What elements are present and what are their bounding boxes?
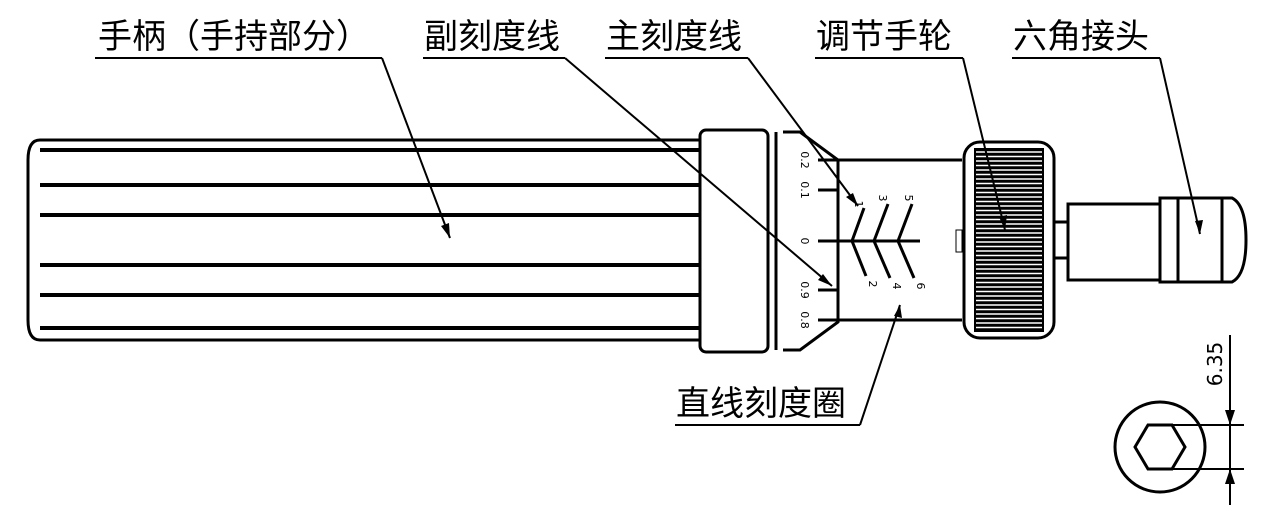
leader-arrowheads — [441, 193, 1203, 318]
linear-scale-ring-label: 直线刻度圈 — [676, 384, 846, 424]
collar-scale-label: 0 — [798, 238, 811, 245]
hex-connector-body — [1052, 196, 1248, 284]
sleeve-scale-label-top: 3 — [876, 195, 889, 202]
collar-scale-label: 0.9 — [798, 281, 811, 299]
callout-leaders — [95, 57, 1201, 426]
collar-scale-label: 0.1 — [798, 181, 811, 199]
hex-connector-label: 六角接头 — [1013, 17, 1149, 57]
sleeve-scale-label-top: 1 — [852, 201, 865, 208]
hex-cross-section — [1113, 335, 1244, 505]
handle-label: 手柄（手持部分） — [98, 17, 370, 57]
main-scale-line-label: 主刻度线 — [606, 17, 742, 57]
sleeve-scale-label-bottom: 4 — [890, 283, 903, 290]
handle-body — [26, 138, 702, 342]
hex-dimension-label: 6.35 — [1203, 342, 1227, 387]
collar-scale-label: 0.8 — [798, 311, 811, 329]
sleeve-scale-label-top: 5 — [902, 195, 915, 202]
secondary-scale-line-label: 副刻度线 — [424, 17, 560, 57]
adjust-wheel — [962, 140, 1056, 340]
sleeve-scale-label-bottom: 2 — [866, 281, 879, 288]
scale-collar — [698, 128, 840, 354]
collar-scale-label: 0.2 — [798, 151, 811, 169]
adjust-wheel-label: 调节手轮 — [816, 17, 952, 57]
linear-scale-sleeve — [818, 158, 963, 322]
sleeve-scale-label-bottom: 6 — [914, 283, 927, 290]
